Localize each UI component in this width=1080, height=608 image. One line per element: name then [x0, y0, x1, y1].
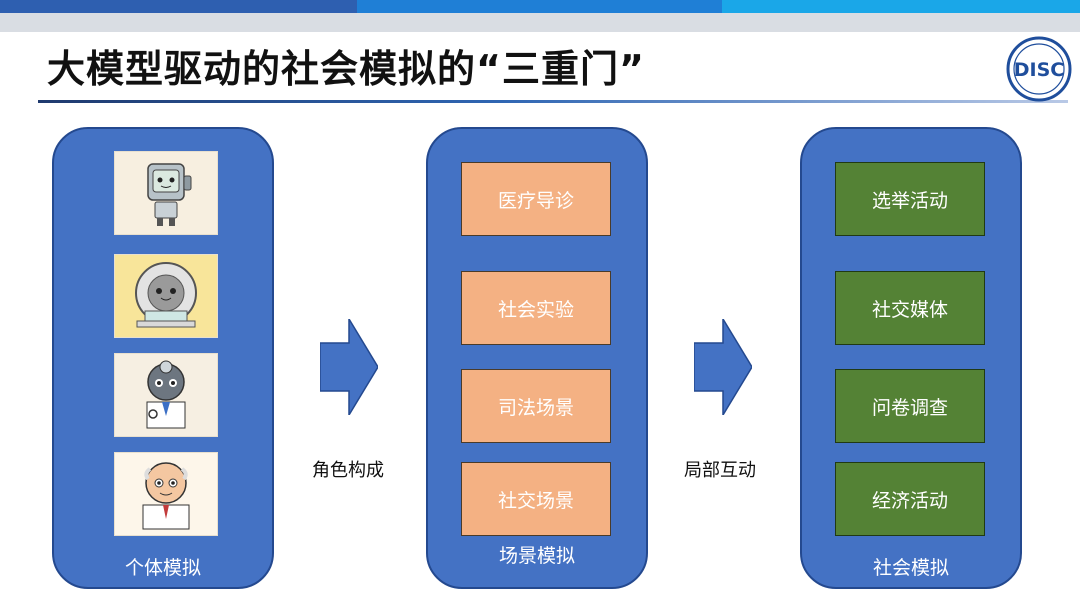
right-arrow-icon	[320, 319, 378, 415]
society-box: 经济活动	[835, 462, 985, 536]
arrow-label-local-interaction: 局部互动	[684, 460, 756, 481]
panel-label: 场景模拟	[498, 545, 575, 567]
society-box: 社交媒体	[835, 271, 985, 345]
top-banner	[0, 0, 1080, 32]
top-banner-segment-dark	[0, 0, 357, 13]
scenario-box: 社会实验	[461, 271, 611, 345]
page-title: 大模型驱动的社会模拟的“三重门”	[47, 47, 645, 91]
scenario-box: 社交场景	[461, 462, 611, 536]
robot-avatar-icon	[114, 151, 218, 235]
title-underline	[38, 100, 1068, 103]
scenario-box: 司法场景	[461, 369, 611, 443]
panel-label: 个体模拟	[124, 557, 201, 579]
robot-doctor-avatar-icon	[114, 353, 218, 437]
disc-logo-icon: DISC	[1006, 36, 1072, 102]
panel-society-simulation: 选举活动 社交媒体 问卷调查 经济活动 社会模拟	[800, 127, 1022, 589]
arrow-label-role-composition: 角色构成	[312, 460, 384, 481]
panel-label: 社会模拟	[872, 557, 949, 579]
right-arrow-icon	[694, 319, 752, 415]
top-banner-segment-mid	[357, 0, 722, 13]
logo-text: DISC	[1014, 59, 1064, 81]
society-box: 问卷调查	[835, 369, 985, 443]
top-banner-segment-light	[722, 0, 1080, 13]
mri-scanner-avatar-icon	[114, 254, 218, 338]
elderly-doctor-avatar-icon	[114, 452, 218, 536]
panel-individual-simulation: 个体模拟	[52, 127, 274, 589]
panel-scenario-simulation: 医疗导诊 社会实验 司法场景 社交场景 场景模拟	[426, 127, 648, 589]
scenario-box: 医疗导诊	[461, 162, 611, 236]
society-box: 选举活动	[835, 162, 985, 236]
